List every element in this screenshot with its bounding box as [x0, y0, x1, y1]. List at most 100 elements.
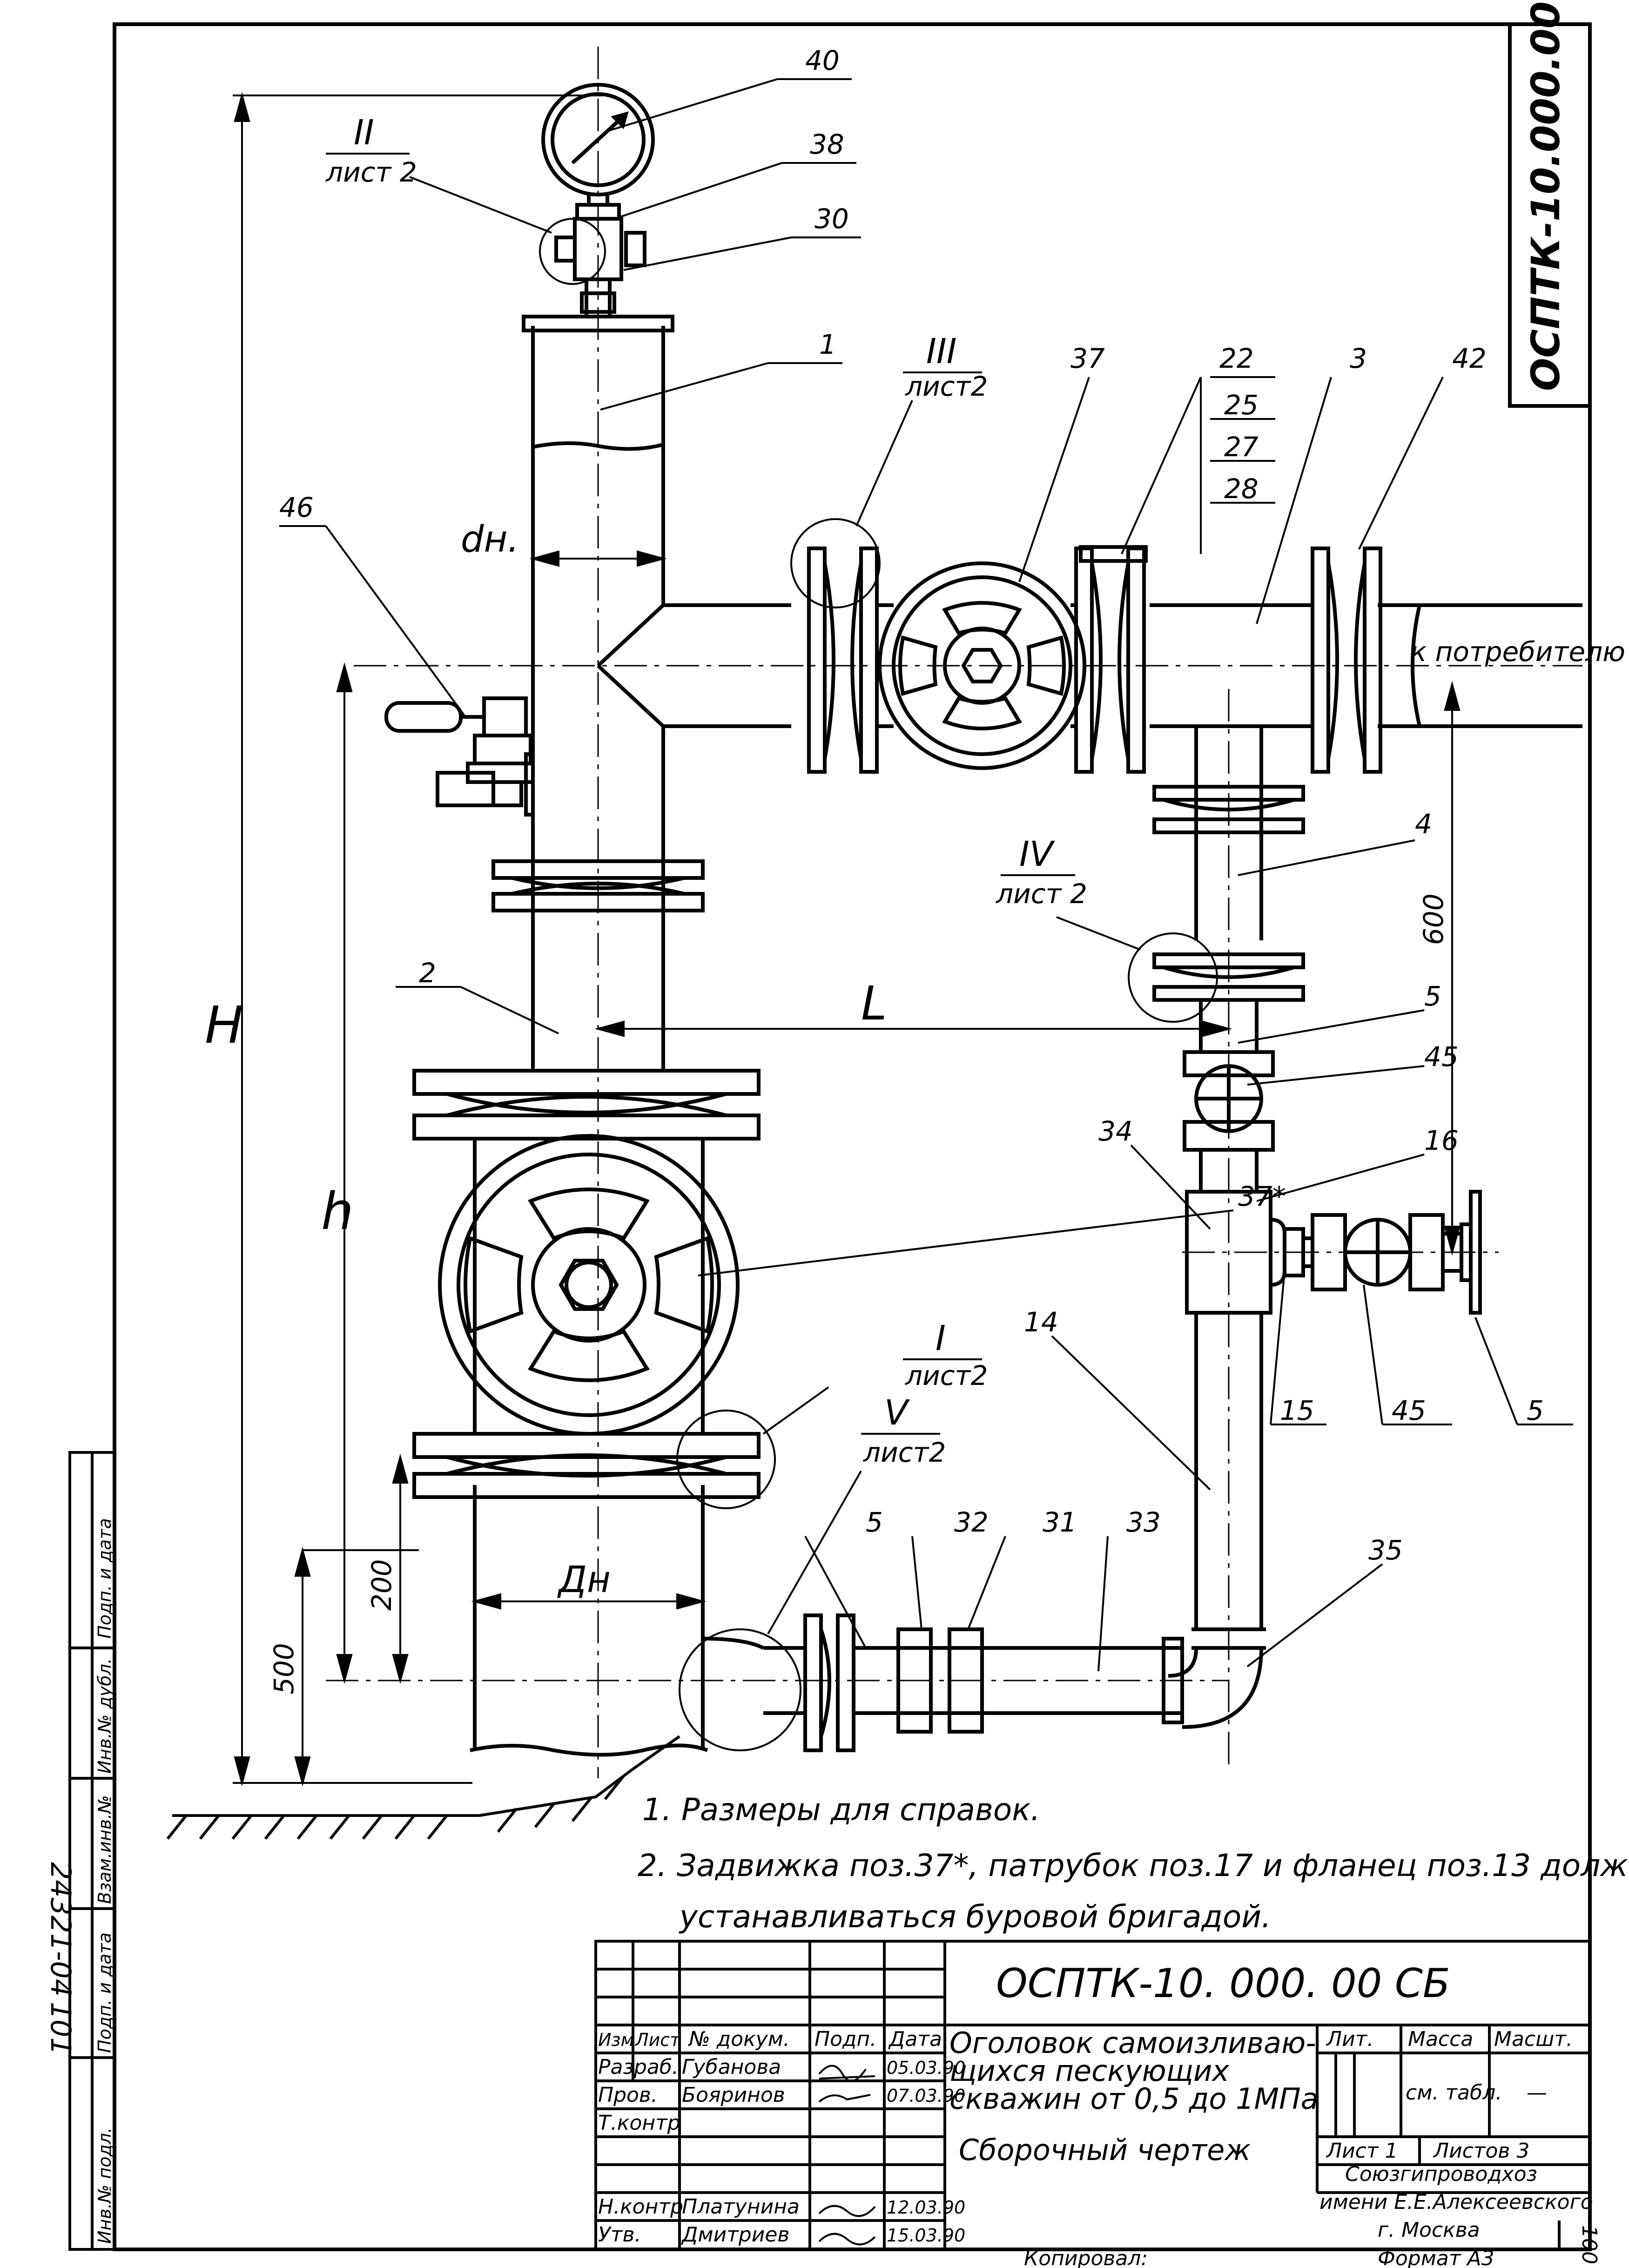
- lower-flange-top: [412, 1069, 761, 1141]
- side-label-replace: Взам.инв.№: [94, 1795, 115, 1904]
- note-2: 2. Задвижка поз.37*, патрубок поз.17 и ф…: [638, 1848, 1629, 1883]
- callout-22: 22: [1219, 343, 1254, 374]
- callout-4: 4: [1415, 808, 1432, 840]
- callout-42: 42: [1452, 343, 1487, 374]
- callout-16: 16: [1424, 1125, 1459, 1156]
- detail-bars: [326, 153, 1075, 1435]
- callout-45-lower: 45: [1392, 1395, 1426, 1426]
- dim-d-outer: dн.: [461, 519, 519, 560]
- side-stamp-number: 24321-04: [44, 1862, 77, 1997]
- page-number: 100: [1577, 2225, 1601, 2264]
- title-block-grid: [594, 1940, 1591, 2251]
- callout-15: 15: [1280, 1395, 1314, 1426]
- scale-value: —: [1527, 2081, 1547, 2105]
- callout-5-right: 5: [1527, 1395, 1544, 1426]
- col-header-docno: № докум.: [687, 2027, 790, 2051]
- dimension-lines: [233, 92, 1461, 1787]
- callout-40: 40: [805, 45, 840, 76]
- dim-200: 200: [366, 1559, 397, 1611]
- callout-5-bottom: 5: [866, 1506, 883, 1538]
- callout-27: 27: [1224, 431, 1259, 463]
- detail-IV-sheet: лист 2: [996, 878, 1087, 910]
- detail-II-sheet: лист 2: [325, 156, 417, 188]
- callout-35: 35: [1368, 1534, 1403, 1566]
- col-header-date: Дата: [888, 2027, 942, 2051]
- callout-37: 37: [1070, 343, 1105, 374]
- col-header-sign: Подп.: [814, 2027, 876, 2051]
- title-code: ОСПТК-10. 000. 00 СБ: [996, 1960, 1450, 2007]
- note-2-cont: устанавливаться буровой бригадой.: [679, 1899, 1271, 1935]
- side-stamp: [68, 1451, 116, 2251]
- name-norm-control: Платунина: [682, 2195, 800, 2219]
- side-label-orig: Инв.№ подл.: [94, 2127, 115, 2244]
- format-label: Формат А3: [1378, 2247, 1494, 2268]
- detail-III-sheet: лист2: [905, 371, 988, 402]
- callout-45: 45: [1424, 1041, 1459, 1073]
- note-1: 1. Размеры для справок.: [642, 1792, 1040, 1828]
- sheet-number: Лист 1: [1326, 2139, 1398, 2163]
- side-label-dup: Инв.№ дубл.: [94, 1658, 115, 1774]
- side-stamp-number-2: 101: [44, 2002, 77, 2055]
- dim-600: 600: [1418, 893, 1449, 945]
- callout-25: 25: [1224, 389, 1259, 421]
- lower-flange-bottom: [412, 1432, 761, 1499]
- callout-37-star: 37*: [1238, 1181, 1286, 1212]
- date-norm-control: 12.03.90: [887, 2197, 965, 2218]
- callout-32: 32: [954, 1506, 989, 1538]
- callout-30: 30: [814, 203, 849, 235]
- detail-V-roman: V: [884, 1393, 910, 1433]
- org-line-2: имени Е.Е.Алексеевского: [1319, 2190, 1593, 2214]
- callout-31: 31: [1043, 1506, 1077, 1538]
- callout-leaders: [279, 78, 1573, 1672]
- sheets-total: Листов 3: [1433, 2139, 1529, 2163]
- sampling-valve-46: [384, 696, 535, 817]
- product-name-line-3: скважин от 0,5 до 1МПа: [949, 2082, 1319, 2116]
- callout-3: 3: [1350, 343, 1367, 374]
- mass-label: Масса: [1408, 2027, 1473, 2051]
- side-label-sign-date: Подп. и дата: [94, 1518, 115, 1639]
- callout-46: 46: [279, 492, 314, 523]
- detail-I-sheet: лист2: [905, 1360, 988, 1391]
- date-developer: 05.03.90: [887, 2058, 965, 2078]
- callout-1: 1: [819, 329, 836, 360]
- consumer-label: к потребителю: [1410, 636, 1625, 668]
- dim-500: 500: [268, 1643, 300, 1694]
- detail-I-roman: I: [936, 1318, 946, 1358]
- lit-label: Лит.: [1326, 2027, 1373, 2051]
- role-developer: Разраб.: [598, 2055, 679, 2079]
- date-checker: 07.03.90: [887, 2086, 965, 2106]
- role-norm-control: Н.контр: [598, 2195, 683, 2219]
- name-approved: Дмитриев: [681, 2223, 789, 2247]
- detail-III-roman: III: [926, 331, 956, 371]
- callout-14: 14: [1024, 1306, 1058, 1338]
- product-name-line-1: Оголовок самоизливаю-: [949, 2026, 1316, 2060]
- bottom-branch: [702, 1613, 1184, 1752]
- org-line-3: г. Москва: [1378, 2218, 1480, 2242]
- dim-D-outer: Дн: [557, 1559, 611, 1601]
- dim-H: H: [205, 995, 243, 1055]
- scale-label: Масшт.: [1494, 2027, 1573, 2051]
- col-header-change: Изм: [598, 2030, 634, 2050]
- callout-2: 2: [419, 957, 436, 989]
- org-line-1: Союзгипроводхоз: [1345, 2162, 1537, 2186]
- dim-h: h: [321, 1181, 354, 1241]
- signatures: [818, 2065, 876, 2246]
- side-label-sign-date-2: Подп. и дата: [94, 1932, 115, 2053]
- copied-by: Копировал:: [1024, 2247, 1148, 2268]
- detail-II-roman: II: [354, 113, 374, 153]
- callout-5: 5: [1424, 980, 1441, 1012]
- mass-value: см. табл.: [1406, 2081, 1502, 2105]
- dim-L: L: [861, 976, 887, 1031]
- callout-34: 34: [1098, 1115, 1133, 1147]
- date-approved: 15.03.90: [887, 2225, 965, 2246]
- callout-38: 38: [810, 128, 844, 160]
- centre-lines: [326, 47, 1582, 1778]
- role-approved: Утв.: [598, 2223, 641, 2247]
- role-checker: Пров.: [598, 2083, 658, 2107]
- product-name-line-2: щихся пескующих: [949, 2054, 1230, 2088]
- ground-line: [166, 1735, 680, 1840]
- name-developer: Губанова: [682, 2055, 781, 2079]
- drawing-code-vertical: ОСПТК-10.000.00 СБ: [1523, 0, 1568, 391]
- callout-28: 28: [1224, 473, 1259, 505]
